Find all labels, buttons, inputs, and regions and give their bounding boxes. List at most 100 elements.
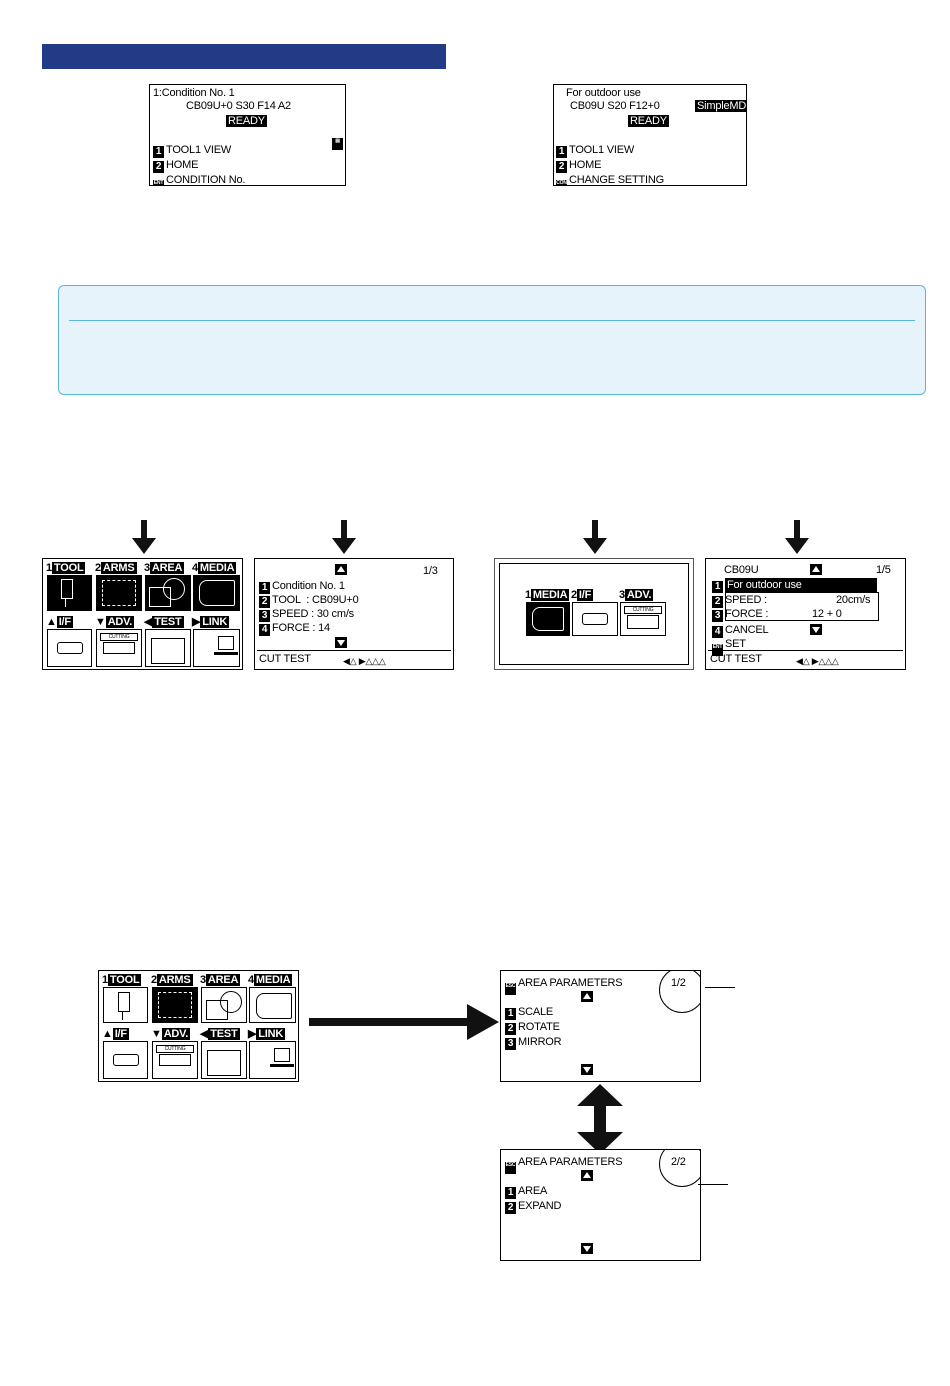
menu-tab-media[interactable]: MEDIA [197, 562, 237, 574]
scroll-down-icon[interactable] [810, 624, 822, 635]
escape-key-icon: ESC [505, 1162, 516, 1174]
menu-tab-test[interactable]: TEST [208, 1028, 240, 1040]
menu-tab-if[interactable]: I/F [576, 589, 594, 601]
cutting-label: CUTTING [624, 606, 662, 614]
key-3-icon: 3 [259, 610, 270, 622]
scroll-down-icon[interactable] [335, 637, 347, 648]
test-cut-icon [201, 1041, 247, 1079]
key-3-icon: 3 [712, 610, 723, 622]
key-2-icon: 2 [153, 161, 164, 173]
cut-test-controls: ◀△ ▶△△△ [343, 656, 386, 666]
key-1-icon: 1 [712, 581, 723, 593]
condition-number-item: Condition No. 1 [272, 580, 345, 592]
speed-item: SPEED : 30 cm/s [272, 608, 354, 620]
section-header-bar [42, 44, 446, 69]
scroll-down-icon[interactable] [581, 1243, 593, 1254]
expand-item: EXPAND [518, 1200, 562, 1212]
condition-key-icon: CON [556, 180, 567, 185]
selected-condition-name[interactable]: For outdoor use [725, 578, 877, 592]
menu-tab-arms[interactable]: ARMS [156, 974, 193, 986]
menu-item-condition-no: CONDITION No. [166, 174, 246, 186]
lcd-ready-screen-standard: 1:Condition No. 1 CB09U+0 S30 F14 A2 REA… [149, 84, 346, 186]
menu-tab-link[interactable]: LINK [200, 616, 230, 628]
status-badge: READY [628, 115, 669, 127]
double-arrow-icon [577, 1084, 623, 1154]
menu-tab-if[interactable]: I/F [56, 616, 73, 628]
menu-item-home: HOME [166, 159, 199, 171]
menu-item-home: HOME [569, 159, 602, 171]
info-note-box [58, 285, 926, 395]
key-1-icon: 1 [505, 1187, 516, 1199]
callout-line [698, 1184, 728, 1185]
lcd-ready-screen-simple: For outdoor use CB09U S20 F12+0 SimpleMD… [553, 84, 747, 186]
plotter-icon: CUTTING [96, 629, 142, 667]
screen-title: AREA PARAMETERS [518, 977, 623, 989]
scroll-up-icon[interactable] [581, 1170, 593, 1181]
page-indicator: 1/5 [876, 564, 891, 576]
key-3-icon: 3 [505, 1038, 516, 1050]
mirror-item: MIRROR [518, 1036, 562, 1048]
bar-icon: ▤ [332, 138, 343, 150]
key-4-icon: 4 [259, 624, 270, 636]
force-label: FORCE : [725, 608, 769, 620]
key-2-icon: 2 [712, 596, 723, 608]
area-icon [145, 575, 191, 611]
condition-line: 1:Condition No. 1 [153, 87, 235, 99]
status-badge: READY [226, 115, 267, 127]
menu-tab-tool[interactable]: TOOL [51, 562, 86, 574]
arms-icon [152, 987, 198, 1023]
menu-tab-media[interactable]: MEDIA [530, 589, 570, 601]
force-value: 12 + 0 [812, 608, 842, 620]
menu-item-tool1-view: TOOL1 VIEW [569, 144, 635, 156]
key-4-icon: 4 [712, 626, 723, 638]
menu-tab-media[interactable]: MEDIA [253, 974, 293, 986]
scroll-up-icon[interactable] [335, 564, 347, 575]
cut-test-label: CUT TEST [259, 653, 311, 665]
test-cut-icon [145, 629, 191, 667]
menu-tab-tool[interactable]: TOOL [107, 974, 142, 986]
page-indicator-highlight-circle [659, 971, 700, 1013]
plotter-icon: CUTTING [620, 602, 666, 636]
escape-key-icon: ESC [505, 983, 516, 995]
tool-settings-line: CB09U S20 F12+0 [570, 100, 660, 112]
link-icon [193, 629, 240, 667]
arrow-down-icon [332, 520, 356, 556]
set-item: SET [725, 638, 746, 650]
menu-item-tool1-view: TOOL1 VIEW [166, 144, 232, 156]
menu-tab-link[interactable]: LINK [256, 1028, 286, 1040]
interface-connector-icon [103, 1041, 148, 1079]
rotate-item: ROTATE [518, 1021, 560, 1033]
scroll-up-icon[interactable] [581, 991, 593, 1002]
key-2-icon: 2 [505, 1023, 516, 1035]
menu-tab-if[interactable]: I/F [112, 1028, 129, 1040]
cancel-item: CANCEL [725, 624, 769, 636]
cut-test-controls: ◀△ ▶△△△ [796, 656, 839, 666]
key-2-icon: 2 [259, 596, 270, 608]
menu-tab-adv[interactable]: ADV. [624, 589, 654, 601]
menu-tab-adv[interactable]: ADV. [105, 616, 135, 628]
screen-title: AREA PARAMETERS [518, 1156, 623, 1168]
area-icon [201, 987, 247, 1023]
menu-tab-test[interactable]: TEST [152, 616, 184, 628]
condition-name-line: For outdoor use [566, 87, 641, 99]
speed-label: SPEED : [725, 594, 768, 606]
media-icon [526, 602, 570, 636]
arms-icon [96, 575, 142, 611]
link-icon [249, 1041, 296, 1079]
menu-tab-area[interactable]: AREA [149, 562, 185, 574]
menu-tab-arms[interactable]: ARMS [100, 562, 137, 574]
tool-name: CB09U [724, 564, 759, 576]
menu-item-change-setting: CHANGE SETTING [569, 174, 664, 186]
simple-mode-badge: SimpleMD [695, 100, 747, 112]
menu-tab-area[interactable]: AREA [205, 974, 241, 986]
scroll-down-icon[interactable] [581, 1064, 593, 1075]
scale-item: SCALE [518, 1006, 554, 1018]
menu-tab-adv[interactable]: ADV. [161, 1028, 191, 1040]
speed-value: 20cm/s [836, 594, 871, 606]
scroll-up-icon[interactable] [810, 564, 822, 575]
